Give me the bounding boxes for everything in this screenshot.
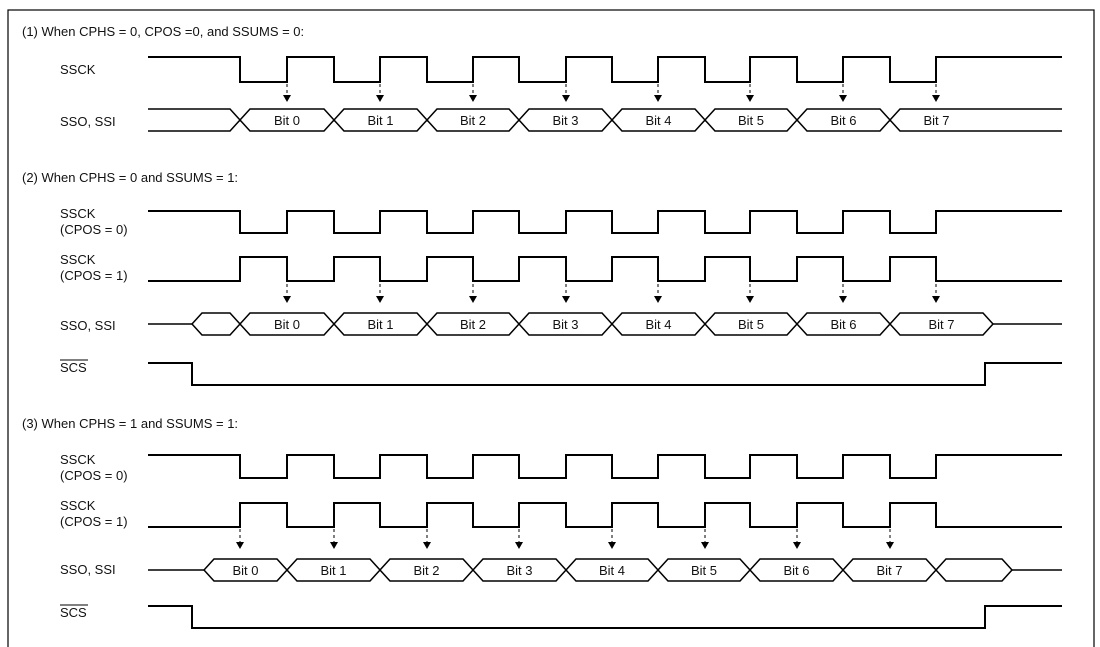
scs-trace — [148, 605, 1062, 629]
bus-bit-label: Bit 6 — [783, 563, 809, 578]
sample-arrow-2-head — [469, 95, 477, 102]
bus-bit-label: Bit 4 — [645, 317, 671, 332]
section-1-sso-ssi-waveform: Bit 0 Bit 1 Bit 2 Bit 3 Bit 4 Bit 5 Bit 6 Bit 7 — [148, 108, 1062, 132]
sample-arrow-2-head — [469, 296, 477, 303]
sample-arrow-3-head — [562, 95, 570, 102]
bus-bit-label: Bit 7 — [928, 317, 954, 332]
bus-bit-label: Bit 0 — [274, 113, 300, 128]
section-2-ssck-cpos1-label: SSCK — [60, 252, 96, 267]
section-1: (1) When CPHS = 0, CPOS =0, and SSUMS = … — [22, 24, 1062, 132]
section-1-ssck-waveform — [148, 56, 1062, 102]
sample-arrow-4-head — [654, 95, 662, 102]
bus-bit-label: Bit 5 — [691, 563, 717, 578]
diagram-frame — [7, 9, 1095, 647]
section-3-ssck-cpos1-sublabel: (CPOS = 1) — [60, 514, 128, 529]
section-2-sso-ssi-waveform: Bit 0 Bit 1 Bit 2 Bit 3 Bit 4 Bit 5 Bit 6 Bit 7 — [148, 312, 1062, 336]
bus-bit-label: Bit 1 — [367, 317, 393, 332]
sample-arrow-7-head — [932, 296, 940, 303]
bus-bit-label: Bit 4 — [599, 563, 625, 578]
clock-trace — [148, 256, 1062, 282]
section-2-scs-label: SCS — [60, 360, 87, 375]
sample-arrow-6-head — [839, 95, 847, 102]
sample-arrow-5-head — [701, 542, 709, 549]
section-2-ssck-cpos1-waveform — [148, 256, 1062, 303]
sample-arrow-6-head — [793, 542, 801, 549]
sample-arrow-1-head — [376, 95, 384, 102]
section-2-sso-ssi-label: SSO, SSI — [60, 318, 116, 333]
section-3-title: (3) When CPHS = 1 and SSUMS = 1: — [22, 416, 238, 431]
sample-arrow-3-head — [562, 296, 570, 303]
clock-trace — [148, 502, 1062, 528]
sample-arrow-1-head — [330, 542, 338, 549]
section-1-title: (1) When CPHS = 0, CPOS =0, and SSUMS = … — [22, 24, 304, 39]
section-3-sso-ssi-waveform: Bit 0 Bit 1 Bit 2 Bit 3 Bit 4 Bit 5 Bit 6 Bit 7 — [148, 558, 1062, 582]
section-2-title: (2) When CPHS = 0 and SSUMS = 1: — [22, 170, 238, 185]
bus-bit-label: Bit 2 — [460, 317, 486, 332]
ssck-sample-arrows — [236, 529, 894, 549]
sample-arrow-6-head — [839, 296, 847, 303]
sample-arrow-5-head — [746, 296, 754, 303]
ssck-sample-arrows — [283, 84, 940, 102]
bus-bit-label: Bit 6 — [830, 317, 856, 332]
sample-arrow-7-head — [932, 95, 940, 102]
sample-arrow-1-head — [376, 296, 384, 303]
clock-trace — [148, 56, 1062, 83]
section-2-scs-waveform — [148, 362, 1062, 386]
section-3: (3) When CPHS = 1 and SSUMS = 1: SSCK (C… — [22, 416, 1062, 629]
section-3-ssck-cpos0-label: SSCK — [60, 452, 96, 467]
bus-bit-label: Bit 3 — [552, 113, 578, 128]
bus-bit-label: Bit 7 — [923, 113, 949, 128]
bus-bit-label: Bit 5 — [738, 113, 764, 128]
bus-bit-label: Bit 0 — [232, 563, 258, 578]
section-3-scs-label: SCS — [60, 605, 87, 620]
sample-arrow-4-head — [608, 542, 616, 549]
sample-arrow-0-head — [283, 95, 291, 102]
bus-bit-label: Bit 1 — [320, 563, 346, 578]
bus-bottom-rail — [148, 119, 1062, 132]
bus-bit-label: Bit 3 — [506, 563, 532, 578]
section-3-scs-waveform — [148, 605, 1062, 629]
section-3-ssck-cpos1-label: SSCK — [60, 498, 96, 513]
sample-arrow-0-head — [283, 296, 291, 303]
sample-arrow-5-head — [746, 95, 754, 102]
section-3-ssck-cpos0-waveform — [148, 454, 1062, 479]
section-2-ssck-cpos0-waveform — [148, 210, 1062, 234]
bus-top-rail — [148, 108, 1062, 121]
sample-arrow-3-head — [515, 542, 523, 549]
bus-bit-label: Bit 7 — [876, 563, 902, 578]
bus-bit-label: Bit 6 — [830, 113, 856, 128]
section-2-ssck-cpos1-sublabel: (CPOS = 1) — [60, 268, 128, 283]
section-1-sscK-label: SSCK — [60, 62, 96, 77]
bus-bit-label: Bit 4 — [645, 113, 671, 128]
bus-bit-label: Bit 5 — [738, 317, 764, 332]
ssck-sample-arrows — [283, 284, 940, 303]
section-1-sso-ssi-label: SSO, SSI — [60, 114, 116, 129]
sample-arrow-7-head — [886, 542, 894, 549]
section-2: (2) When CPHS = 0 and SSUMS = 1: SSCK (C… — [22, 170, 1062, 386]
scs-trace — [148, 362, 1062, 386]
clock-trace — [148, 454, 1062, 479]
section-3-sso-ssi-label: SSO, SSI — [60, 562, 116, 577]
sample-arrow-2-head — [423, 542, 431, 549]
sample-arrow-0-head — [236, 542, 244, 549]
section-3-ssck-cpos1-waveform — [148, 502, 1062, 549]
bus-bit-label: Bit 3 — [552, 317, 578, 332]
section-3-ssck-cpos0-sublabel: (CPOS = 0) — [60, 468, 128, 483]
sample-arrow-4-head — [654, 296, 662, 303]
bus-bit-label: Bit 0 — [274, 317, 300, 332]
section-2-ssck-cpos0-label: SSCK — [60, 206, 96, 221]
clock-trace — [148, 210, 1062, 234]
section-2-ssck-cpos0-sublabel: (CPOS = 0) — [60, 222, 128, 237]
bus-bit-label: Bit 2 — [413, 563, 439, 578]
bus-bit-label: Bit 1 — [367, 113, 393, 128]
bus-bit-label: Bit 2 — [460, 113, 486, 128]
